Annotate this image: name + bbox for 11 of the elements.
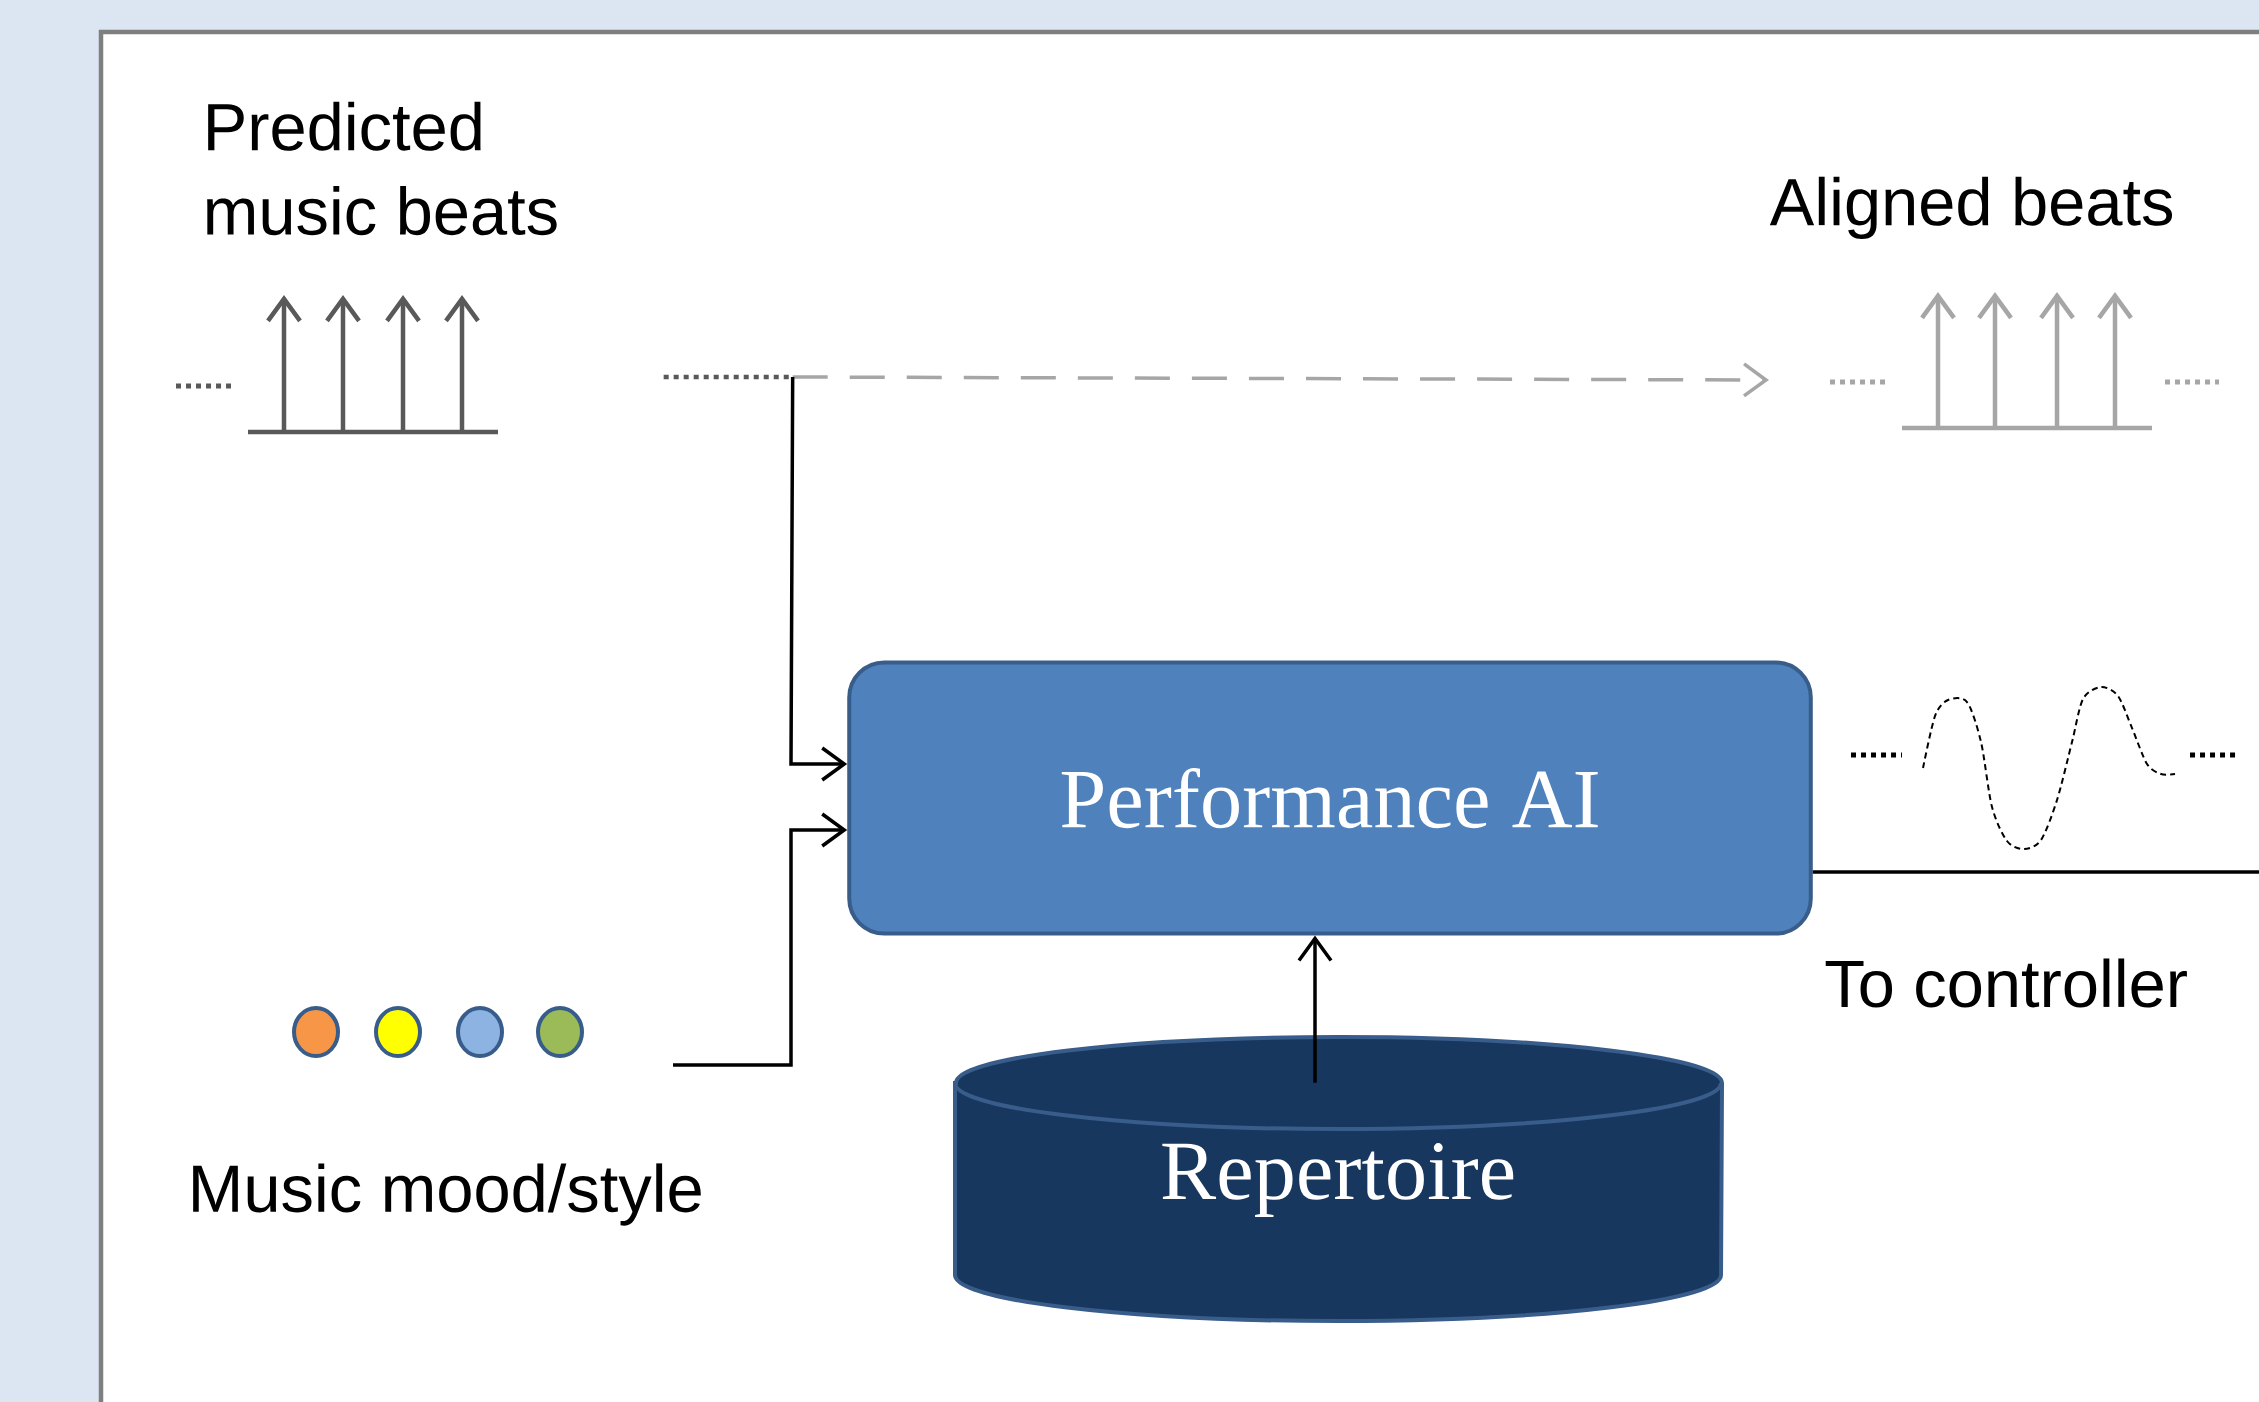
- heading: Aligned beats: [1769, 176, 2173, 239]
- caption: Music mood/style: [193, 1163, 701, 1226]
- edge-label: To controller: [1820, 954, 2192, 1012]
- dotted-line: [663, 374, 791, 380]
- database-cylinder: Repertoire: [953, 1035, 1724, 1323]
- arrow: [673, 812, 848, 1067]
- heading: Predicted music beats: [207, 101, 557, 236]
- arrow: [1297, 935, 1333, 1083]
- arrow: [789, 377, 848, 782]
- arrow: [792, 362, 1769, 398]
- process-box: Performance AI: [847, 660, 1813, 936]
